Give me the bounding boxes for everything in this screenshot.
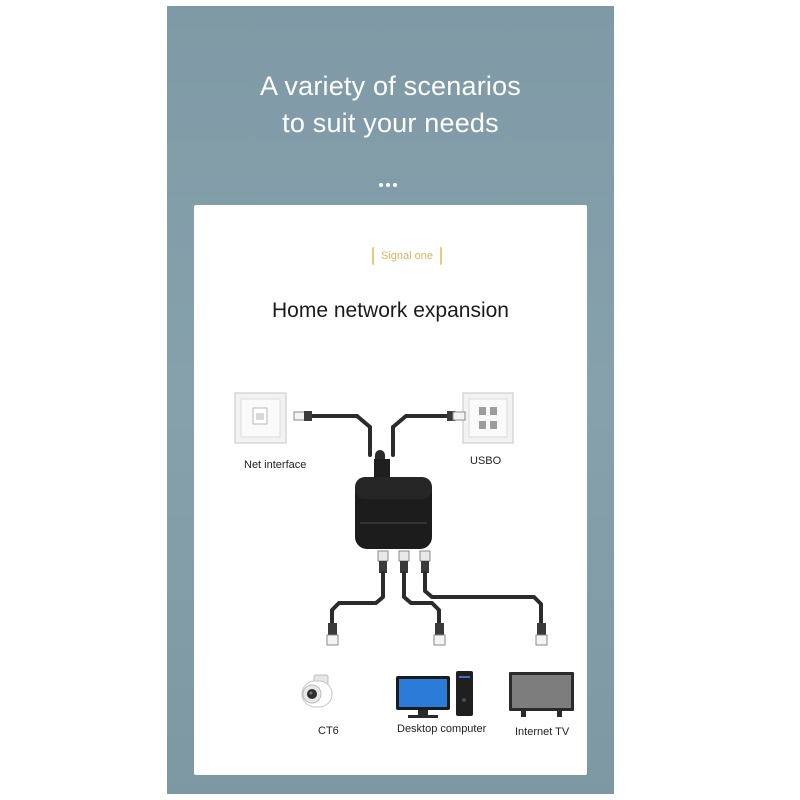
splitter-box-icon [355, 477, 432, 549]
wall-plate-usb-icon [462, 392, 514, 444]
card-title: Home network expansion [272, 299, 509, 322]
net-interface-label: Net interface [244, 459, 307, 471]
headline-line-1: A variety of scenarios [259, 71, 522, 101]
ct6-label: CT6 [318, 725, 339, 737]
rj45-plug-icon [326, 623, 339, 646]
desktop-computer-label: Desktop computer [397, 723, 487, 735]
output-plug-icon [419, 550, 431, 573]
internet-tv-label: Internet TV [515, 726, 570, 738]
security-camera-icon [301, 674, 333, 708]
wall-plate-net-icon [234, 392, 287, 444]
output-cable [330, 571, 543, 625]
desktop-computer-icon [396, 671, 473, 718]
headline-line-2: to suit your needs [282, 108, 499, 138]
network-diagram [234, 392, 574, 718]
output-plug-icon [377, 550, 389, 573]
output-plug-icon [398, 550, 410, 573]
rj45-plug-icon [293, 411, 312, 421]
usbo-label: USBO [470, 455, 502, 467]
more-dots-icon [379, 174, 400, 192]
scenario-card: Signal one Home network expansion [194, 205, 587, 775]
signal-badge: Signal one [372, 247, 442, 265]
rj45-plug-icon [535, 623, 548, 646]
rj45-plug-icon [433, 623, 446, 646]
background-panel: A variety of scenarios to suit your need… [167, 6, 614, 794]
cable-sleeve [374, 459, 390, 479]
rj45-plug-icon [447, 411, 466, 421]
television-icon [509, 672, 574, 717]
